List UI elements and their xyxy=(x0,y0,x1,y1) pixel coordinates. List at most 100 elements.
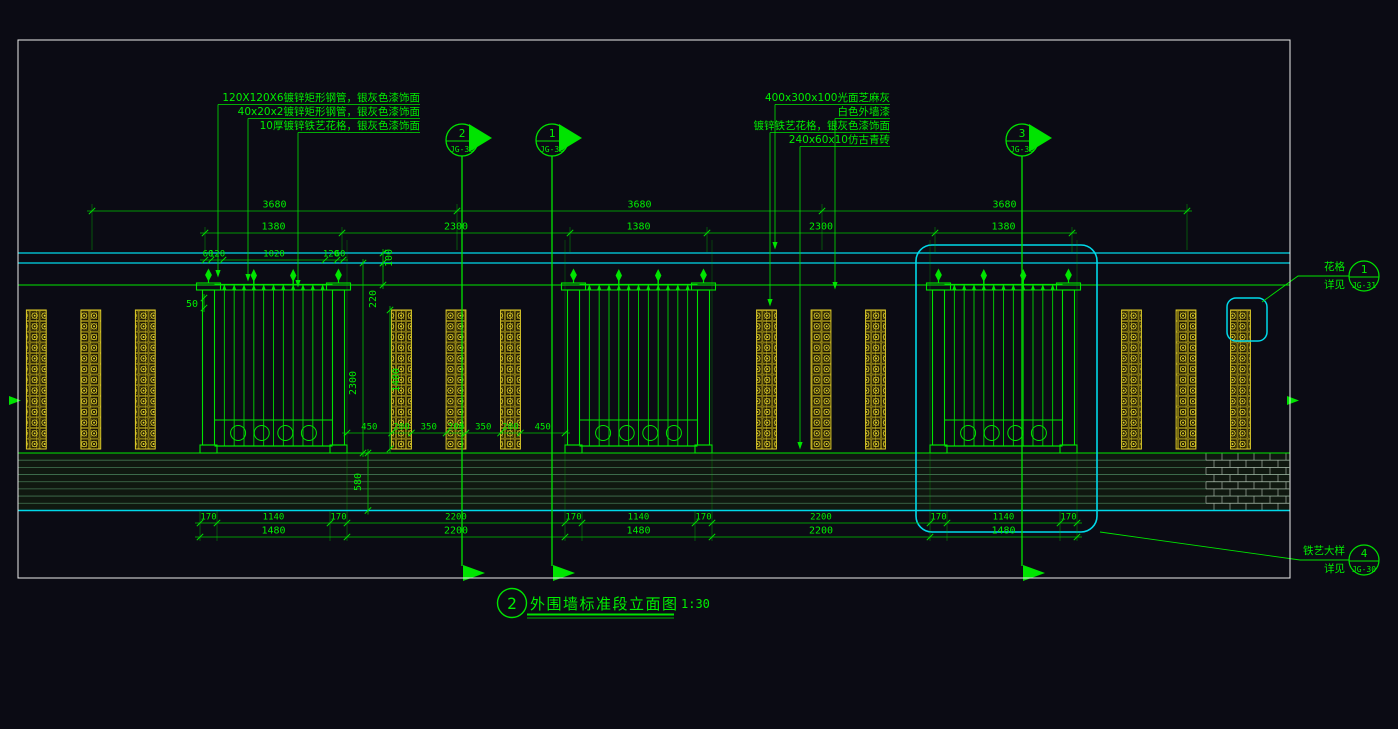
callout-number: 4 xyxy=(1361,547,1368,560)
dimension-text: 450 xyxy=(535,423,551,433)
spear-tip-icon xyxy=(636,284,641,291)
annotation-antique-brick: 240x60x10仿古青砖 xyxy=(789,133,891,146)
flower-grille-panel xyxy=(756,309,777,450)
gate-ring xyxy=(1007,425,1024,441)
wall-geometry xyxy=(18,268,1290,511)
leader-arrow-icon xyxy=(832,282,838,290)
gate-ring xyxy=(618,425,635,441)
dimension-text: 1480 xyxy=(261,526,285,537)
drawing-title: 2 外围墙标准段立面图 1:30 xyxy=(496,587,710,619)
flower-grille-panel xyxy=(134,309,156,450)
wall-lines xyxy=(18,252,1290,512)
flower-grille-panel xyxy=(1175,309,1197,450)
dimension-text: 450 xyxy=(361,423,377,433)
dimension-offset: 50 xyxy=(186,294,208,312)
pillar-finial-icon xyxy=(700,268,707,282)
flower-grille-panel xyxy=(810,309,832,450)
dim-tick xyxy=(379,249,387,257)
section-number: 1 xyxy=(549,127,556,140)
section-marker-2: 2 JG-30 xyxy=(445,123,492,581)
spear-tip-icon xyxy=(685,284,690,291)
section-cut-arrow-icon xyxy=(553,565,575,581)
dimension-text: 2200 xyxy=(444,526,468,537)
leader-arrow-icon xyxy=(767,299,773,307)
dimension-text: 1140 xyxy=(993,513,1015,523)
finial-icon xyxy=(1020,269,1027,282)
section-marker-3: 3 JG-30 xyxy=(1005,123,1052,581)
dimension-text: 2300 xyxy=(444,222,468,233)
flower-grille-panel xyxy=(1230,309,1251,450)
dimension-text: 100 xyxy=(384,249,395,267)
section-flag-icon xyxy=(559,124,582,152)
dimension-text: 170 xyxy=(930,513,946,523)
spear-tip-icon xyxy=(675,284,681,291)
dimension-text: 170 xyxy=(695,513,711,523)
spear-tip-icon xyxy=(587,284,592,291)
section-sheet: JG-30 xyxy=(540,145,564,154)
gate-ring xyxy=(960,425,977,441)
dimension-vertical: 580 xyxy=(353,449,372,515)
spear-tip-icon xyxy=(971,284,977,291)
dim-tick xyxy=(207,256,215,264)
iron-gate xyxy=(579,269,698,447)
spear-tip-icon xyxy=(310,284,316,291)
dim-tick xyxy=(339,256,347,264)
dimension-text: 200 xyxy=(502,423,518,433)
dim-tick xyxy=(364,449,372,457)
annotation-steel-rail: 40x20x2镀锌矩形钢管，银灰色漆饰面 xyxy=(238,105,420,118)
gate-ring xyxy=(300,425,317,441)
dimension-text: 1140 xyxy=(628,513,650,523)
callout-label: 花格 xyxy=(1324,260,1346,273)
callout-number: 1 xyxy=(1361,263,1368,276)
dim-tick xyxy=(379,259,387,267)
gate-ring xyxy=(595,425,612,441)
section-number: 3 xyxy=(1019,127,1026,140)
spear-tip-icon xyxy=(1050,284,1055,291)
dim-tick xyxy=(388,429,396,437)
spear-tip-icon xyxy=(1001,284,1006,291)
leader-arrow-icon xyxy=(772,242,778,250)
dim-tick xyxy=(497,429,505,437)
finial-icon xyxy=(615,269,622,282)
spear-tip-icon xyxy=(241,284,247,291)
spear-tip-icon xyxy=(300,284,306,291)
callout-sheet: JG-31 xyxy=(1352,281,1376,290)
annotation-white-paint: 白色外墙漆 xyxy=(838,105,891,118)
gate-ring xyxy=(277,425,294,441)
section-sheet: JG-30 xyxy=(450,145,474,154)
dim-tick xyxy=(379,281,387,289)
dim-tick xyxy=(219,256,227,264)
dimension-text: 1400 xyxy=(391,368,402,392)
gate-ring xyxy=(642,425,659,441)
dimension-text: 1380 xyxy=(991,222,1015,233)
detail-highlight-box-panel xyxy=(1226,297,1268,342)
section-cut-arrow-icon xyxy=(463,565,485,581)
dimension-text: 60 xyxy=(203,250,214,260)
dimension-text: 2200 xyxy=(809,526,833,537)
gate-ring xyxy=(230,425,247,441)
dimension-text: 350 xyxy=(421,423,437,433)
dim-tick xyxy=(462,429,470,437)
dim-tick xyxy=(321,256,329,264)
dimension-text: 2300 xyxy=(809,222,833,233)
dimension-text: 1480 xyxy=(626,526,650,537)
dimension-text: 170 xyxy=(565,513,581,523)
annotation-steel-post: 120X120X6镀锌矩形钢管，银灰色漆饰面 xyxy=(222,91,420,104)
title-bubble xyxy=(496,587,528,619)
dimension-text: 60 xyxy=(335,250,346,260)
iron-gate xyxy=(944,269,1063,447)
detail-callout-grille: 花格 详见 1 JG-31 xyxy=(1261,260,1380,303)
dim-tick xyxy=(516,429,524,437)
callout-bubble xyxy=(1348,544,1380,576)
dimension-text: 3680 xyxy=(262,200,286,211)
dimension-text: 170 xyxy=(1060,513,1076,523)
dim-tick xyxy=(364,506,372,515)
dimension-text: 220 xyxy=(368,290,379,308)
annotations-left: 120X120X6镀锌矩形钢管，银灰色漆饰面 40x20x2镀锌矩形钢管，银灰色… xyxy=(215,91,420,288)
